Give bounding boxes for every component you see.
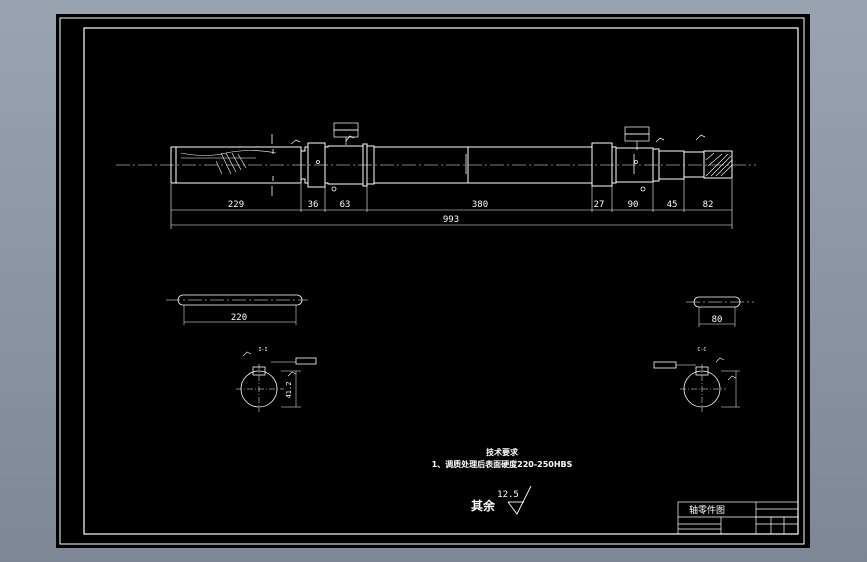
drawing-sheet: 229 36 63 380 27 90 45 82 993 220 80 [56, 14, 810, 548]
roughness-symbol [507, 485, 532, 515]
section-left-depth: 41.2 [285, 382, 293, 399]
tech-requirements-item: 1、调质处理后表面硬度220-250HBS [432, 459, 573, 469]
dim-36: 36 [308, 200, 319, 210]
title-block [677, 501, 799, 535]
dimension-lines [170, 179, 733, 229]
cross-section-left [236, 351, 317, 412]
dim-82: 82 [703, 200, 714, 210]
dim-90: 90 [628, 200, 639, 210]
dim-229: 229 [228, 200, 244, 210]
shaft-outline [170, 142, 733, 188]
dim-45: 45 [667, 200, 678, 210]
section-left-label: I-I [258, 347, 267, 353]
keyway-detail-right [686, 296, 754, 327]
left-keyway-section [180, 150, 277, 175]
roughness-label: 其余 [471, 498, 496, 513]
dimension-values: 229 36 63 380 27 90 45 82 993 [228, 200, 714, 225]
dim-993: 993 [443, 215, 459, 225]
outer-border [59, 17, 805, 545]
tech-requirements-title: 技术要求 [486, 447, 519, 457]
inner-border [83, 27, 799, 535]
keyway-detail-left [166, 294, 308, 325]
shaft-markers [271, 134, 646, 196]
cad-drawing: 229 36 63 380 27 90 45 82 993 220 80 [59, 17, 805, 545]
roughness-value: 12.5 [497, 490, 519, 500]
cross-section-right [653, 357, 740, 412]
section-right-label: C-C [697, 347, 706, 353]
right-end-section [705, 152, 733, 177]
tolerance-frames [290, 122, 706, 150]
keyway-right-length: 80 [712, 315, 723, 325]
dim-380: 380 [472, 200, 488, 210]
keyway-left-length: 220 [231, 313, 247, 323]
dim-63: 63 [340, 200, 351, 210]
title-block-part-name: 轴零件图 [689, 504, 725, 516]
dim-27: 27 [594, 200, 605, 210]
